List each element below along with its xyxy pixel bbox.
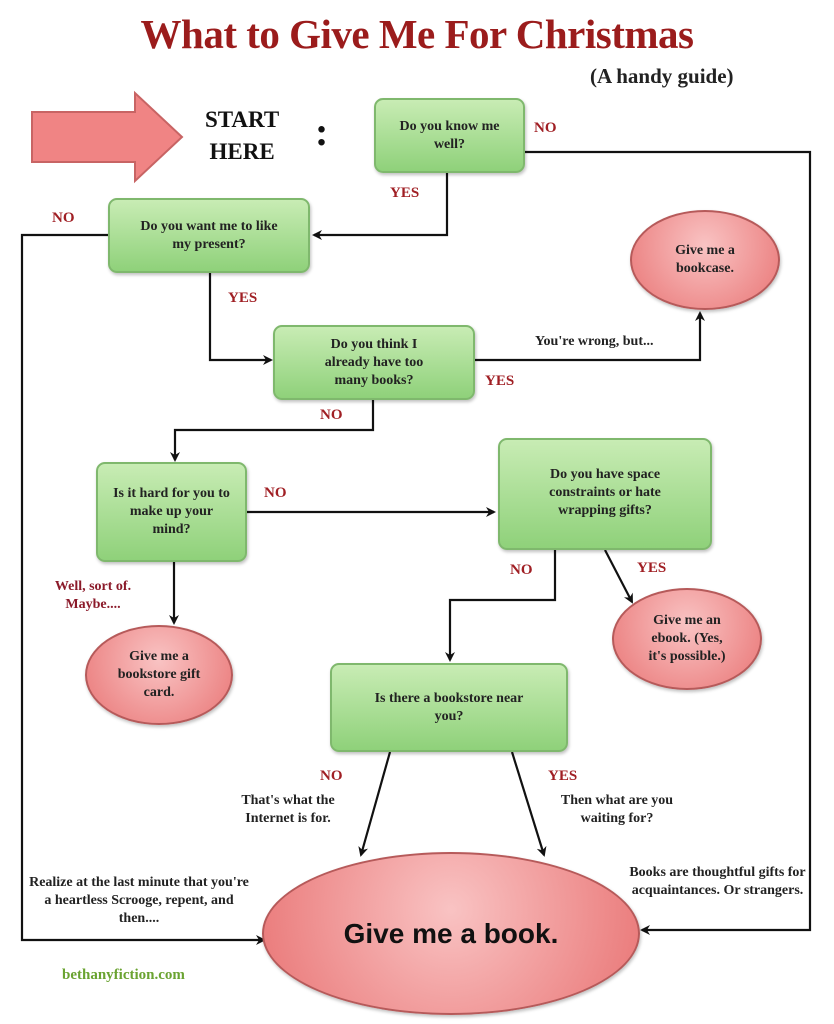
arrow-like-no bbox=[20, 233, 266, 945]
label-mind-no: NO bbox=[264, 485, 287, 501]
question-like-present: Do you want me to like my present? bbox=[108, 198, 310, 273]
question-know-me: Do you know me well? bbox=[374, 98, 525, 173]
arrow-space-no bbox=[445, 550, 557, 662]
start-line1: START bbox=[205, 107, 280, 132]
start-arrow-icon bbox=[31, 90, 184, 184]
page-title: What to Give Me For Christmas bbox=[140, 11, 694, 57]
label-know-yes: YES bbox=[390, 185, 420, 201]
label-store-no: NO bbox=[320, 768, 343, 784]
arrow-like-yes bbox=[208, 273, 273, 365]
answer-bookcase: Give me a bookcase. bbox=[630, 210, 780, 310]
arrow-store-yes bbox=[510, 751, 547, 857]
label-mind-maybe: Well, sort of. Maybe.... bbox=[54, 579, 132, 612]
start-colon: : bbox=[315, 109, 329, 154]
note-books-yes: You're wrong, but... bbox=[535, 334, 654, 349]
note-right: Books are thoughtful gifts for acquainta… bbox=[629, 865, 806, 898]
label-know-no: NO bbox=[534, 120, 557, 136]
label-books-no: NO bbox=[320, 407, 343, 423]
label-like-no: NO bbox=[52, 210, 75, 226]
start-here-label: START HERE bbox=[205, 104, 279, 168]
note-store-no: That's what the Internet is for. bbox=[241, 793, 335, 826]
question-hard-mind: Is it hard for you to make up your mind? bbox=[96, 462, 247, 562]
subtitle: (A handy guide) bbox=[590, 64, 734, 88]
answer-ebook: Give me an ebook. (Yes, it's possible.) bbox=[612, 588, 762, 690]
question-too-many-books: Do you think I already have too many boo… bbox=[273, 325, 475, 400]
arrow-space-yes bbox=[604, 549, 633, 604]
arrow-know-no bbox=[525, 150, 812, 935]
answer-book: Give me a book. bbox=[262, 852, 640, 1015]
arrow-books-yes bbox=[475, 311, 705, 362]
start-line2: HERE bbox=[209, 139, 275, 164]
note-store-yes: Then what are you waiting for? bbox=[560, 793, 674, 826]
arrow-know-yes bbox=[312, 173, 449, 240]
credit-link: bethanyfiction.com bbox=[62, 967, 185, 983]
label-space-no: NO bbox=[510, 562, 533, 578]
label-space-yes: YES bbox=[637, 560, 667, 576]
question-space: Do you have space constraints or hate wr… bbox=[498, 438, 712, 550]
label-like-yes: YES bbox=[228, 290, 258, 306]
answer-book-text: Give me a book. bbox=[343, 917, 559, 949]
label-books-yes: YES bbox=[485, 373, 515, 389]
answer-gift-card: Give me a bookstore gift card. bbox=[85, 625, 233, 725]
note-left: Realize at the last minute that you're a… bbox=[29, 875, 249, 926]
arrow-books-no bbox=[170, 400, 375, 462]
arrow-store-no bbox=[358, 751, 392, 857]
question-bookstore-near: Is there a bookstore near you? bbox=[330, 663, 568, 752]
label-store-yes: YES bbox=[548, 768, 578, 784]
